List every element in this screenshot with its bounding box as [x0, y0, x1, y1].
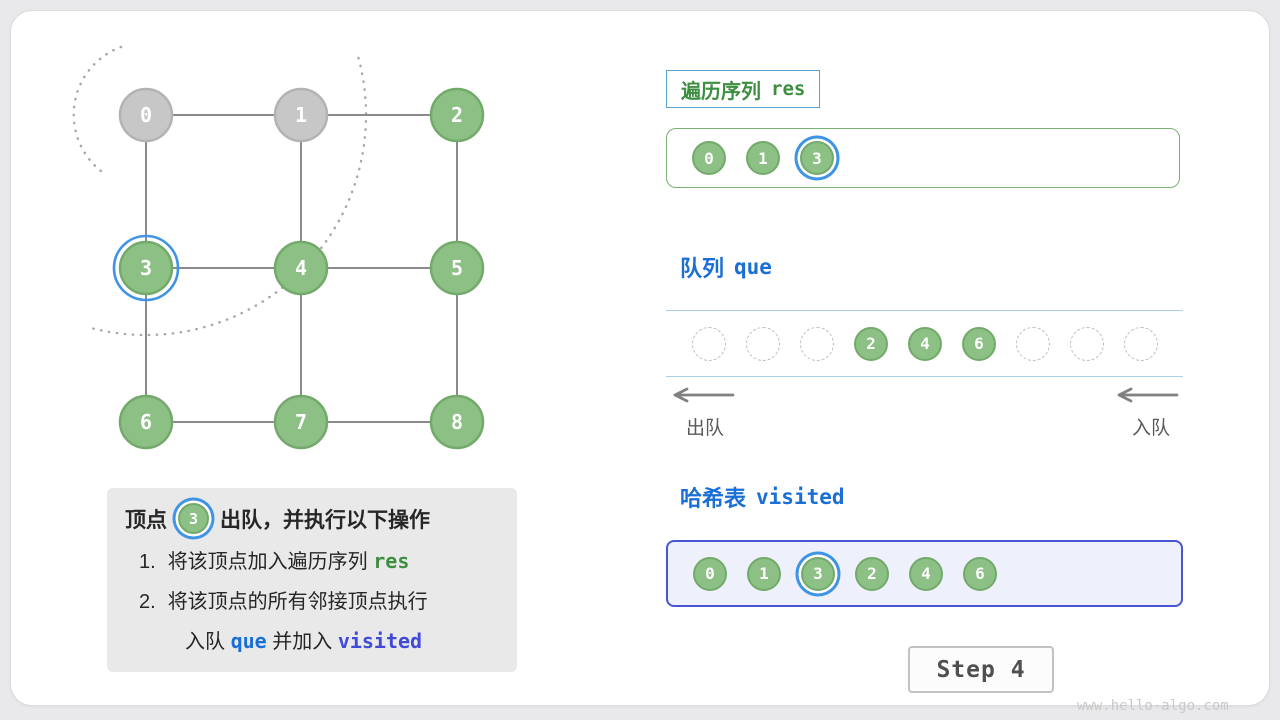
traversal-sequence-label: 遍历序列 res: [666, 70, 821, 108]
node-chip-4: 4: [908, 326, 942, 361]
step-text: 将该顶点的所有邻接顶点执行: [167, 591, 428, 613]
node-chip-2: 2: [855, 556, 889, 591]
bfs-wave-arc-inner: [72, 45, 123, 176]
node-chip-4: 4: [909, 556, 943, 591]
visited-heading: 哈希表 visited: [680, 481, 845, 513]
enqueue-arrow-icon: [1117, 387, 1179, 403]
step-number: 1.: [139, 551, 156, 573]
graph-node-7: [273, 394, 329, 450]
node-chip-6: 6: [962, 326, 996, 361]
empty-queue-slot: [692, 326, 726, 361]
enqueue-label: 入队: [1132, 418, 1171, 439]
que-code-label: que: [734, 255, 772, 279]
graph-node-label: 8: [451, 410, 463, 434]
res-code-label: res: [771, 78, 806, 100]
graph-node-label: 6: [140, 410, 152, 434]
graph-node-2: [429, 87, 485, 143]
current-node-badge: 3: [178, 503, 209, 534]
graph-nodes: 0 1 2 3 4 5 6 7 8: [112, 87, 485, 450]
graph-diagram: 0 1 2 3 4 5 6 7 8: [72, 45, 485, 450]
empty-queue-slot: [800, 326, 834, 361]
queue-heading-cn: 队列: [680, 256, 725, 281]
graph-node-label: 3: [140, 256, 152, 280]
res-code-token: res: [373, 549, 410, 573]
bfs-wave-arcs: [72, 45, 368, 337]
graph-node-3: [118, 240, 174, 296]
visited-code-label: visited: [756, 485, 845, 509]
highlight-ring: [112, 234, 180, 302]
node-chip-2: 2: [854, 326, 888, 361]
step-text: 并加入: [272, 631, 333, 653]
heading-prefix: 顶点: [125, 508, 167, 532]
graph-node-6: [118, 394, 174, 450]
empty-queue-slot: [1124, 326, 1158, 361]
queue-heading: 队列 que: [680, 251, 772, 283]
watermark: www.hello-algo.com: [1077, 698, 1229, 714]
node-chip-0: 0: [693, 556, 727, 591]
graph-node-label: 7: [295, 410, 307, 434]
node-chip-3: 3: [801, 556, 835, 591]
step-number: 2.: [139, 591, 156, 613]
node-chip-0: 0: [692, 141, 726, 175]
node-chip-1: 1: [746, 141, 780, 175]
dequeue-label: 出队: [686, 418, 725, 439]
dequeue-arrow-icon: [673, 387, 735, 403]
node-chip-1: 1: [747, 556, 781, 591]
operation-info-box: 顶点 3 出队，并执行以下操作 1. 将该顶点加入遍历序列 res 2. 将该顶点的…: [107, 488, 517, 672]
graph-node-label: 0: [140, 103, 152, 127]
empty-queue-slot: [1016, 326, 1050, 361]
operation-step-2-cont: 入队 que 并加入 visited: [125, 625, 499, 654]
empty-queue-slot: [1070, 326, 1104, 361]
empty-queue-slot: [746, 326, 780, 361]
traversal-sequence-label-cn: 遍历序列: [681, 80, 761, 103]
graph-node-label: 4: [295, 256, 307, 280]
node-chip-3: 3: [800, 141, 834, 175]
operation-heading: 顶点 3 出队，并执行以下操作: [125, 503, 499, 534]
bfs-wave-arc-outer: [87, 56, 368, 337]
graph-node-8: [429, 394, 485, 450]
step-text: 将该顶点加入遍历序列: [167, 551, 368, 573]
visited-heading-cn: 哈希表: [680, 486, 747, 511]
heading-suffix: 出队，并执行以下操作: [220, 508, 430, 532]
graph-node-5: [429, 240, 485, 296]
que-code-token: que: [230, 629, 267, 653]
graph-node-1: [273, 87, 329, 143]
graph-node-label: 1: [295, 103, 307, 127]
graph-node-label: 5: [451, 256, 463, 280]
step-badge: Step 4: [908, 646, 1054, 693]
operation-step-2: 2. 将该顶点的所有邻接顶点执行: [125, 585, 499, 614]
graph-node-label: 2: [451, 103, 463, 127]
graph-node-4: [273, 240, 329, 296]
step-text: 入队: [185, 631, 225, 653]
node-chip-6: 6: [963, 556, 997, 591]
visited-code-token: visited: [337, 629, 423, 653]
operation-step-1: 1. 将该顶点加入遍历序列 res: [125, 545, 499, 574]
graph-node-0: [118, 87, 174, 143]
